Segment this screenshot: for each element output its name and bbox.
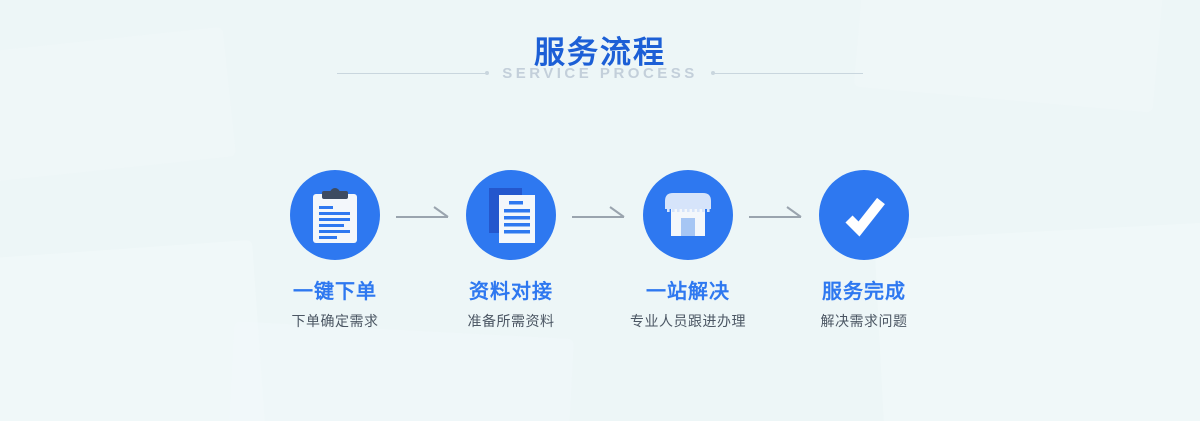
documents-icon bbox=[489, 188, 535, 243]
step-order: 一键下单 下单确定需求 bbox=[247, 170, 423, 331]
step-description: 专业人员跟进办理 bbox=[630, 313, 746, 329]
page-title: 服务流程 bbox=[534, 35, 666, 70]
step-complete: 服务完成 解决需求问题 bbox=[776, 170, 952, 331]
step-title: 一键下单 bbox=[293, 281, 377, 303]
decorative-line-left bbox=[337, 71, 490, 75]
step-title: 一站解决 bbox=[646, 281, 730, 303]
step-description: 解决需求问题 bbox=[820, 313, 908, 329]
background-watermark bbox=[226, 321, 574, 421]
step-circle bbox=[819, 170, 909, 260]
step-description: 下单确定需求 bbox=[291, 313, 379, 329]
step-circle bbox=[466, 170, 556, 260]
step-circle bbox=[643, 170, 733, 260]
background-watermark bbox=[0, 239, 268, 421]
decorative-line-right bbox=[710, 71, 863, 75]
clipboard-icon bbox=[313, 188, 357, 243]
step-materials: 资料对接 准备所需资料 bbox=[423, 170, 599, 331]
step-solution: 一站解决 专业人员跟进办理 bbox=[600, 170, 776, 331]
subtitle-row: SERVICE PROCESS bbox=[0, 63, 1200, 83]
page-subtitle: SERVICE PROCESS bbox=[502, 64, 698, 82]
arrow-right-icon bbox=[749, 206, 802, 218]
storefront-icon bbox=[665, 192, 711, 236]
step-title: 资料对接 bbox=[469, 281, 553, 303]
arrow-right-icon bbox=[396, 206, 449, 218]
arrow-right-icon bbox=[572, 206, 625, 218]
step-circle bbox=[290, 170, 380, 260]
step-title: 服务完成 bbox=[822, 281, 906, 303]
step-description: 准备所需资料 bbox=[467, 313, 555, 329]
checkmark-icon bbox=[845, 197, 885, 237]
